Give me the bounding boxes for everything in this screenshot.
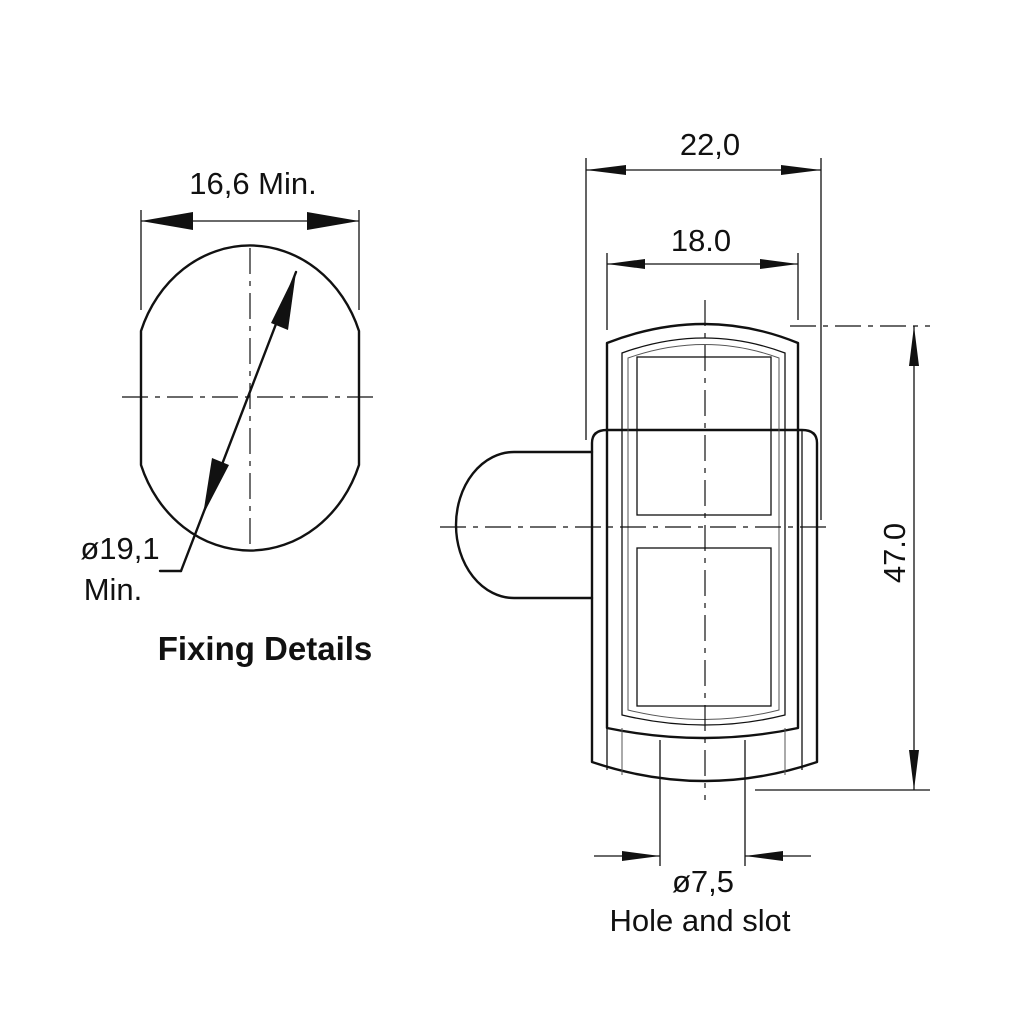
lock-face-recess [627, 344, 780, 720]
hole-arrow-left [622, 851, 660, 861]
fixing-diameter-label-line1: ø19,1 [80, 531, 159, 566]
fixing-width-arrow-left [141, 212, 193, 230]
lock-side-view: 22,0 18.0 47.0 ø7,5 Hole and slot [440, 127, 930, 938]
face-width-label: 18.0 [671, 223, 731, 258]
overall-width-label: 22,0 [680, 127, 740, 162]
fixing-diameter-arrow-top [271, 272, 296, 330]
fixing-width-arrow-right [307, 212, 359, 230]
height-label: 47.0 [877, 523, 912, 583]
face-width-arrow-right [760, 259, 798, 269]
fixing-details-view: 16,6 Min. ø19,1 Min. Fixing Details [80, 166, 378, 667]
hole-caption: Hole and slot [610, 903, 791, 938]
fixing-details-title: Fixing Details [158, 630, 373, 667]
lock-face-plate [605, 322, 800, 740]
height-arrow-bottom [909, 750, 919, 790]
overall-width-arrow-left [586, 165, 626, 175]
lock-cam [454, 450, 594, 600]
fixing-diameter-label-line2: Min. [84, 572, 143, 607]
lock-window-upper [636, 356, 772, 516]
height-arrow-top [909, 326, 919, 366]
overall-width-arrow-right [781, 165, 821, 175]
fixing-diameter-arrow-bottom [203, 458, 229, 515]
lock-window-lower [636, 547, 772, 707]
lock-face-inner-border [621, 337, 786, 726]
hole-arrow-right [745, 851, 783, 861]
face-width-arrow-left [607, 259, 645, 269]
fixing-width-label: 16,6 Min. [189, 166, 317, 201]
hole-diameter-label: ø7,5 [672, 864, 734, 899]
fixing-cutout-outline [139, 244, 361, 552]
